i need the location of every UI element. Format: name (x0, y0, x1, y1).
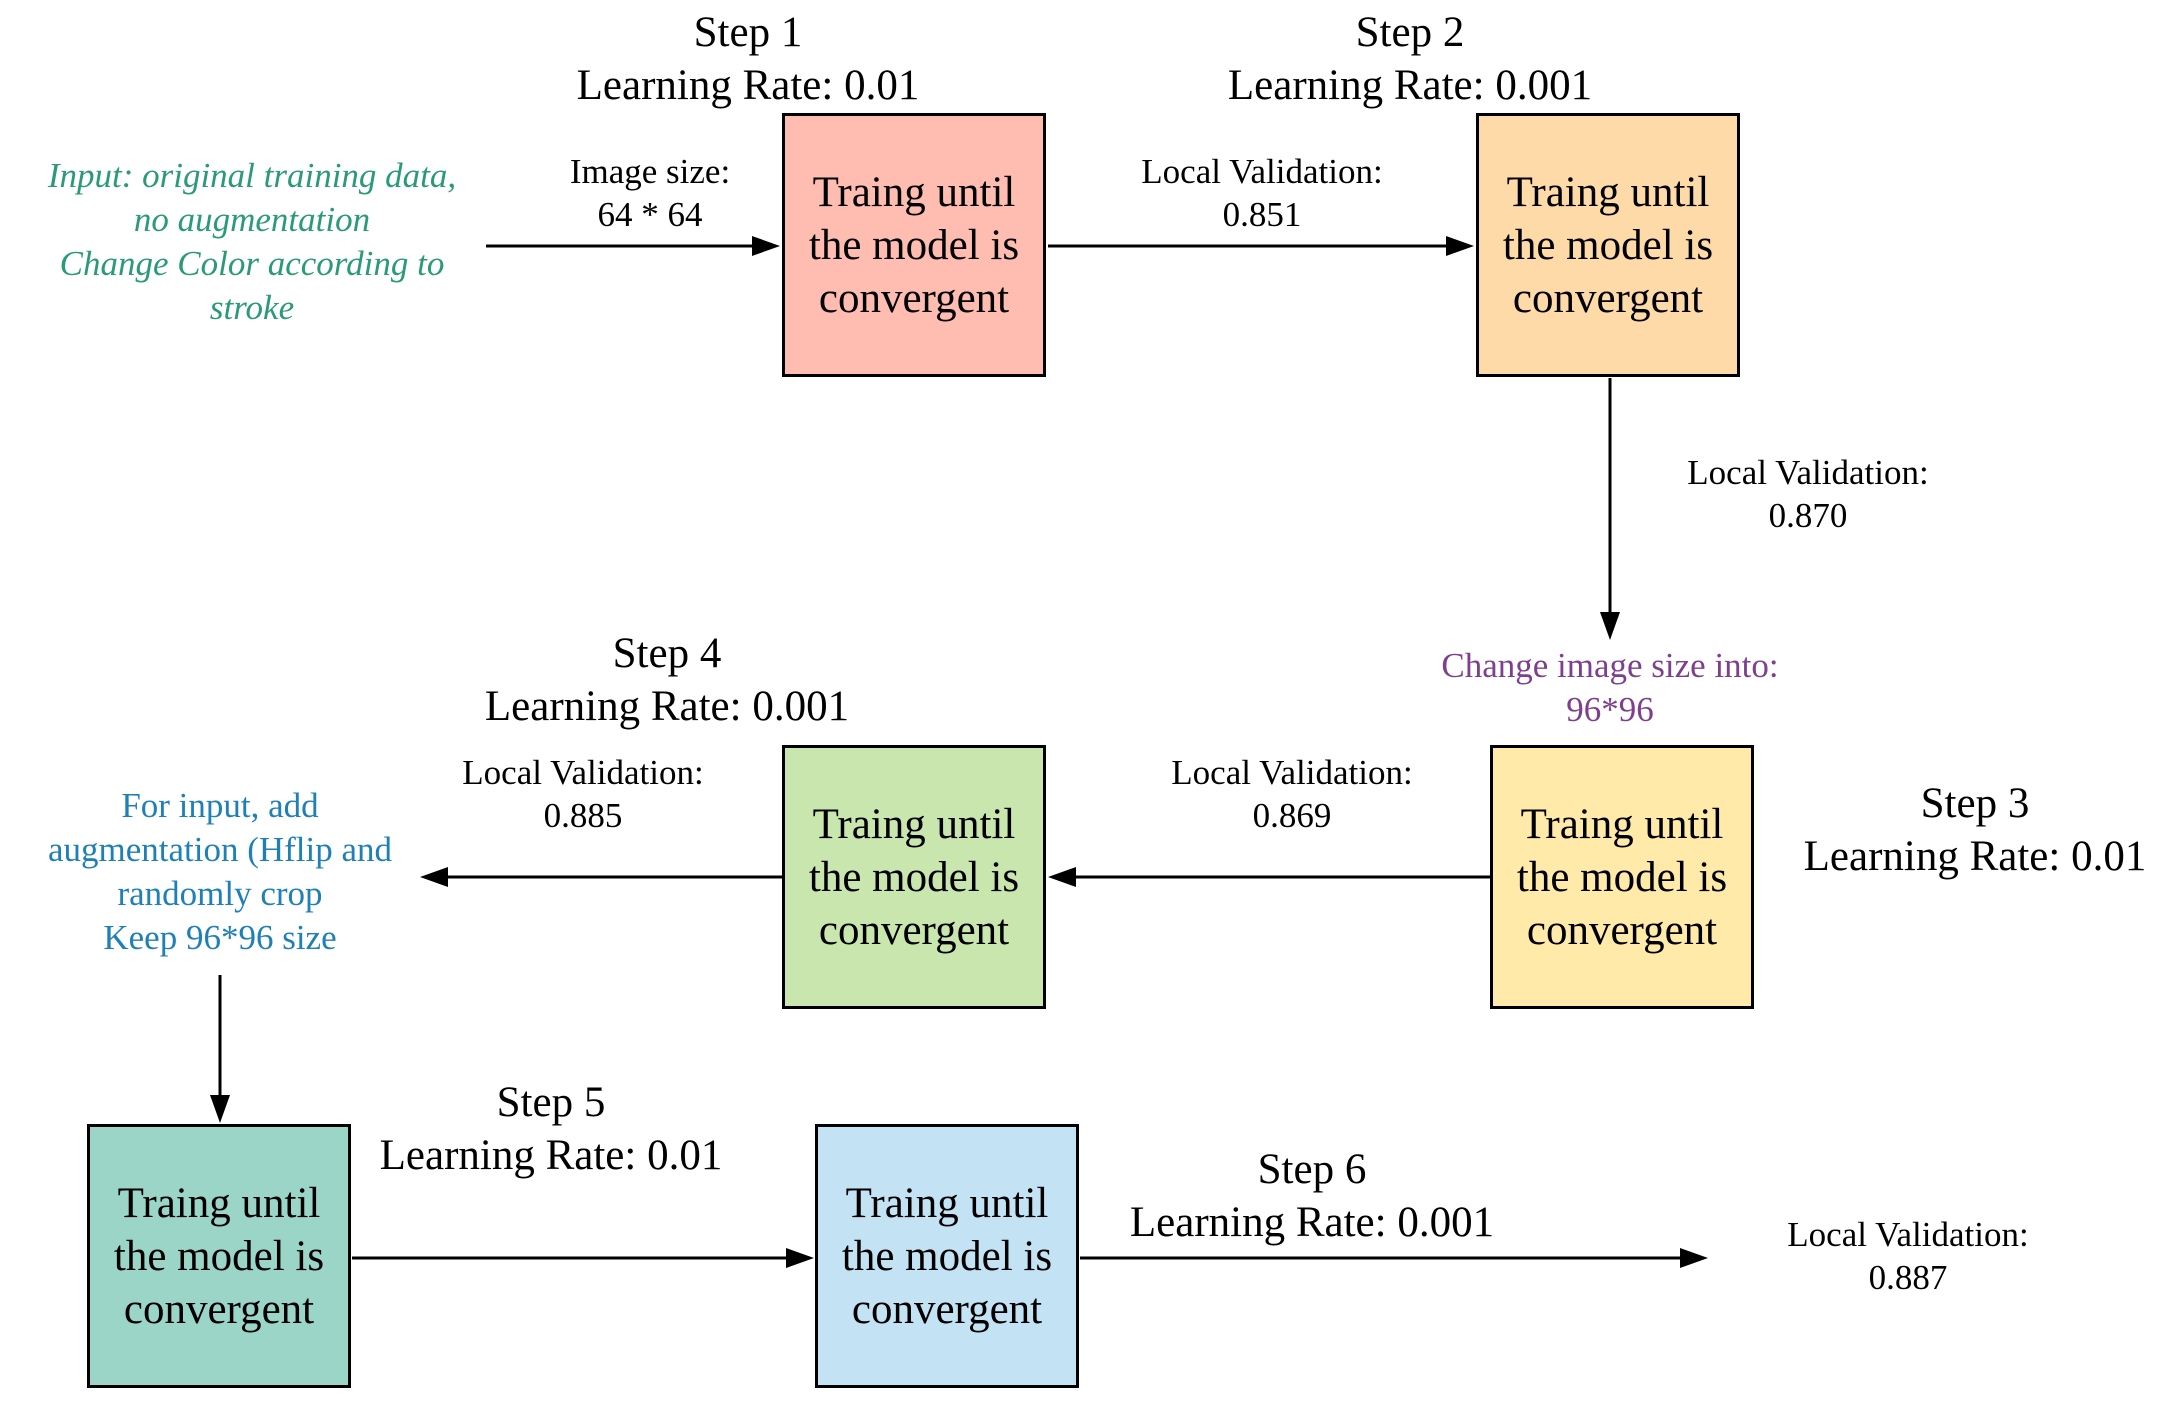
step5-title: Step 5 Learning Rate: 0.01 (341, 1076, 761, 1182)
step2-name: Step 2 (1355, 9, 1465, 56)
step2-title: Step 2 Learning Rate: 0.001 (1160, 6, 1660, 112)
step1-learning-rate: Learning Rate: 0.01 (576, 62, 920, 109)
step3-name: Step 3 (1920, 780, 2030, 827)
step1-name: Step 1 (693, 9, 803, 56)
validation-label-6: Local Validation: 0.887 (1787, 1215, 2029, 1297)
arrowhead (1048, 867, 1076, 887)
step1-box: Traing until the model is convergent (782, 113, 1046, 377)
step6-box: Traing until the model is convergent (815, 1124, 1079, 1388)
step3-learning-rate: Learning Rate: 0.01 (1803, 833, 2147, 880)
step4-learning-rate: Learning Rate: 0.001 (484, 683, 850, 730)
step3-box: Traing until the model is convergent (1490, 745, 1754, 1009)
validation-label-2: Local Validation: 0.870 (1687, 453, 1929, 535)
step3-title: Step 3 Learning Rate: 0.01 (1785, 777, 2165, 883)
validation-label-3: Local Validation: 0.869 (1171, 753, 1413, 835)
step4-title: Step 4 Learning Rate: 0.001 (417, 627, 917, 733)
validation-label-4: Local Validation: 0.885 (462, 753, 704, 835)
step6-name: Step 6 (1257, 1146, 1367, 1193)
step2-learning-rate: Learning Rate: 0.001 (1227, 62, 1593, 109)
step4-name: Step 4 (612, 630, 722, 677)
augment-note: For input, add augmentation (Hflip and r… (47, 786, 393, 957)
step6-learning-rate: Learning Rate: 0.001 (1129, 1199, 1495, 1246)
resize-note: Change image size into: 96*96 (1441, 646, 1779, 729)
step1-title: Step 1 Learning Rate: 0.01 (548, 6, 948, 112)
arrowhead (420, 867, 448, 887)
arrowhead (1600, 612, 1620, 640)
arrowhead (752, 236, 780, 256)
step5-learning-rate: Learning Rate: 0.01 (379, 1132, 723, 1179)
arrowhead (1446, 236, 1474, 256)
step4-box: Traing until the model is convergent (782, 745, 1046, 1009)
arrowhead (210, 1095, 230, 1123)
arrowhead (786, 1248, 814, 1268)
image-size-label: Image size: 64 * 64 (569, 152, 731, 234)
step2-box: Traing until the model is convergent (1476, 113, 1740, 377)
step6-title: Step 6 Learning Rate: 0.001 (1092, 1143, 1532, 1249)
arrowhead (1680, 1248, 1708, 1268)
input-note: Input: original training data, no augmen… (47, 156, 457, 327)
step5-name: Step 5 (496, 1079, 606, 1126)
validation-label-1: Local Validation: 0.851 (1141, 152, 1383, 234)
step5-box: Traing until the model is convergent (87, 1124, 351, 1388)
